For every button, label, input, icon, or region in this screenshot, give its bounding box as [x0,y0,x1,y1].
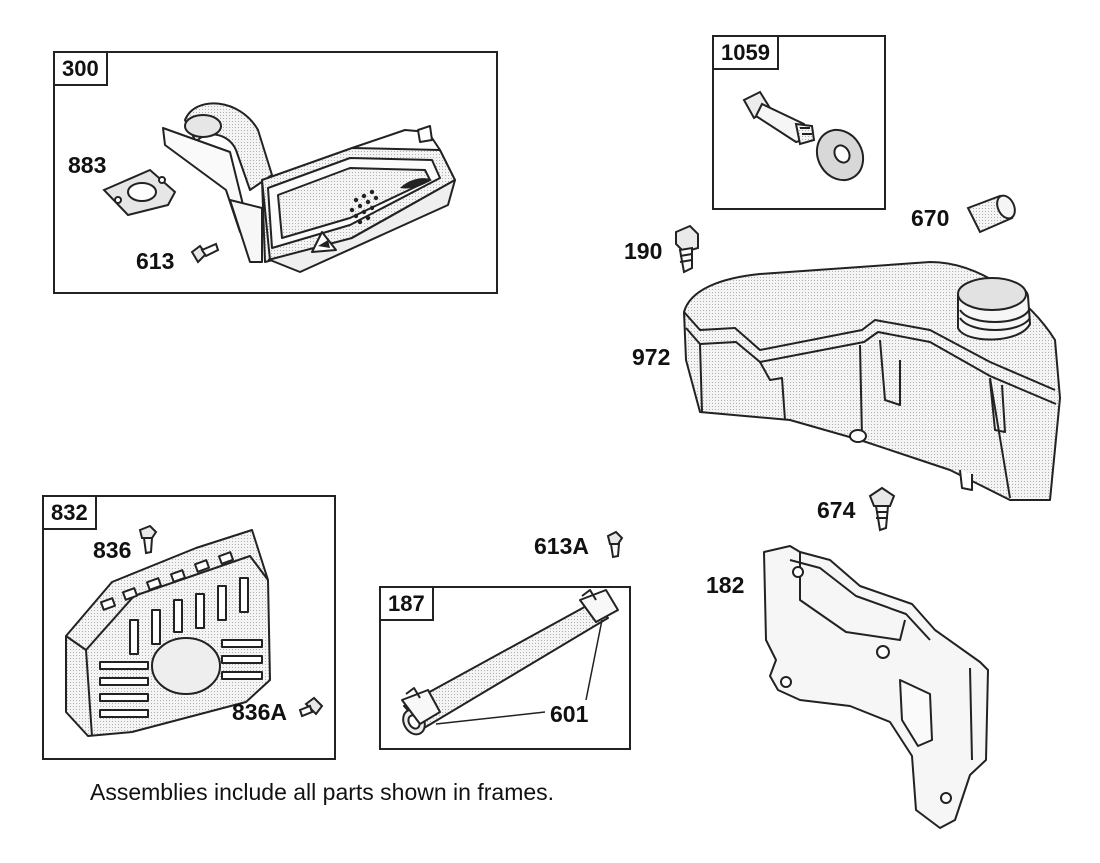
gasket-drawing [102,168,177,217]
fuel-tank-drawing [683,261,1061,501]
muffler-drawing [162,102,456,273]
guard-assembly-frame [42,495,336,760]
muffler-guard-drawing [65,529,271,737]
callout-guard-screw-bottom[interactable]: 836A [232,699,287,725]
mounting-bracket-drawing [763,545,989,829]
callout-gasket[interactable]: 883 [68,152,107,178]
callout-loose-screw[interactable]: 613A [534,533,589,559]
spacer-drawing [966,194,1016,234]
tank-screw-drawing [868,486,896,532]
callout-fuel-tank-bolt[interactable]: 190 [624,238,663,264]
fuel-line-drawing [401,589,619,736]
muffler-screw-drawing [190,242,220,264]
callout-clamp[interactable]: 601 [550,701,589,727]
muffler-assembly-tag[interactable]: 300 [53,51,108,86]
muffler-assembly-frame [53,51,498,294]
washer-drawing [815,128,865,182]
fuel-line-assembly-tag[interactable]: 187 [379,586,434,621]
guard-screw-top-drawing [138,524,158,555]
assembly-footnote: Assemblies include all parts shown in fr… [90,779,555,805]
guard-screw-bottom-drawing [298,696,324,718]
callout-guard-screw-top[interactable]: 836 [93,537,132,563]
callout-tank-screw[interactable]: 674 [817,497,856,523]
guard-assembly-tag[interactable]: 832 [42,495,97,530]
hardware-assembly-frame [712,35,886,210]
hardware-assembly-tag[interactable]: 1059 [712,35,779,70]
callout-fuel-tank[interactable]: 972 [632,344,671,370]
shoulder-bolt-drawing [742,90,816,146]
callout-bracket[interactable]: 182 [706,572,745,598]
fuel-line-assembly-frame [379,586,631,750]
callout-spacer[interactable]: 670 [911,205,950,231]
callout-muffler-screw[interactable]: 613 [136,248,175,274]
loose-screw-drawing [606,530,624,559]
tank-bolt-drawing [675,224,699,274]
